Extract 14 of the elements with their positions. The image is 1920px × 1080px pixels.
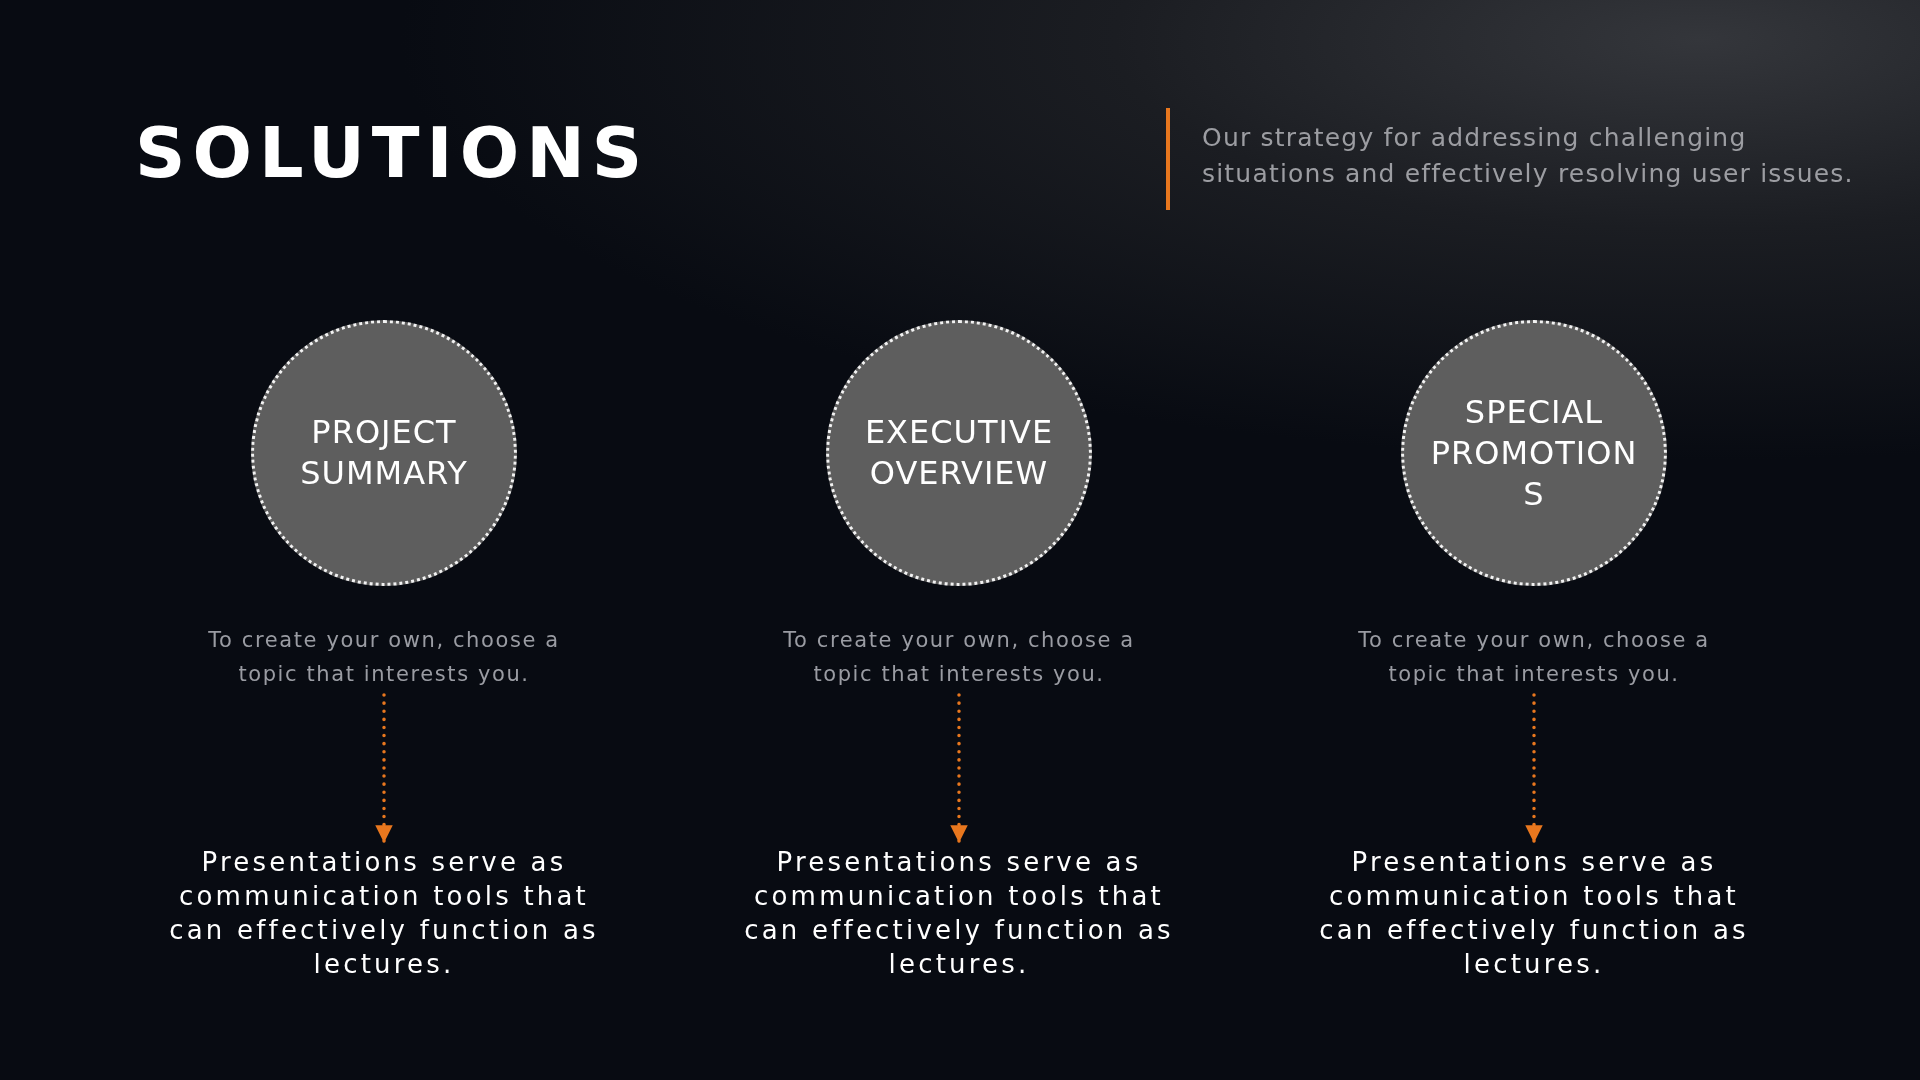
topic-description: Presentations serve as communication tools that can effectively function as lectures.: [1299, 845, 1769, 981]
topic-caption: To create your own, choose a topic that interests you.: [1334, 623, 1734, 691]
topic-title: SPECIAL PROMOTIONS: [1429, 391, 1639, 515]
slide-title: SOLUTIONS: [135, 112, 650, 194]
topic-description: Presentations serve as communication tools that can effectively function as lectures.: [149, 845, 619, 981]
dotted-arrow: [950, 693, 968, 843]
dotted-arrow: [1525, 693, 1543, 843]
topic-caption: To create your own, choose a topic that interests you.: [759, 623, 1159, 691]
topic-title: EXECUTIVE OVERVIEW: [863, 412, 1055, 494]
topic-title: PROJECT SUMMARY: [299, 412, 469, 494]
topic-caption: To create your own, choose a topic that interests you.: [184, 623, 584, 691]
dotted-arrow: [375, 693, 393, 843]
topic-description: Presentations serve as communication tools that can effectively function as lectures.: [724, 845, 1194, 981]
subtitle: Our strategy for addressing challenging situations and effectively resolving user issues.: [1202, 122, 1855, 190]
